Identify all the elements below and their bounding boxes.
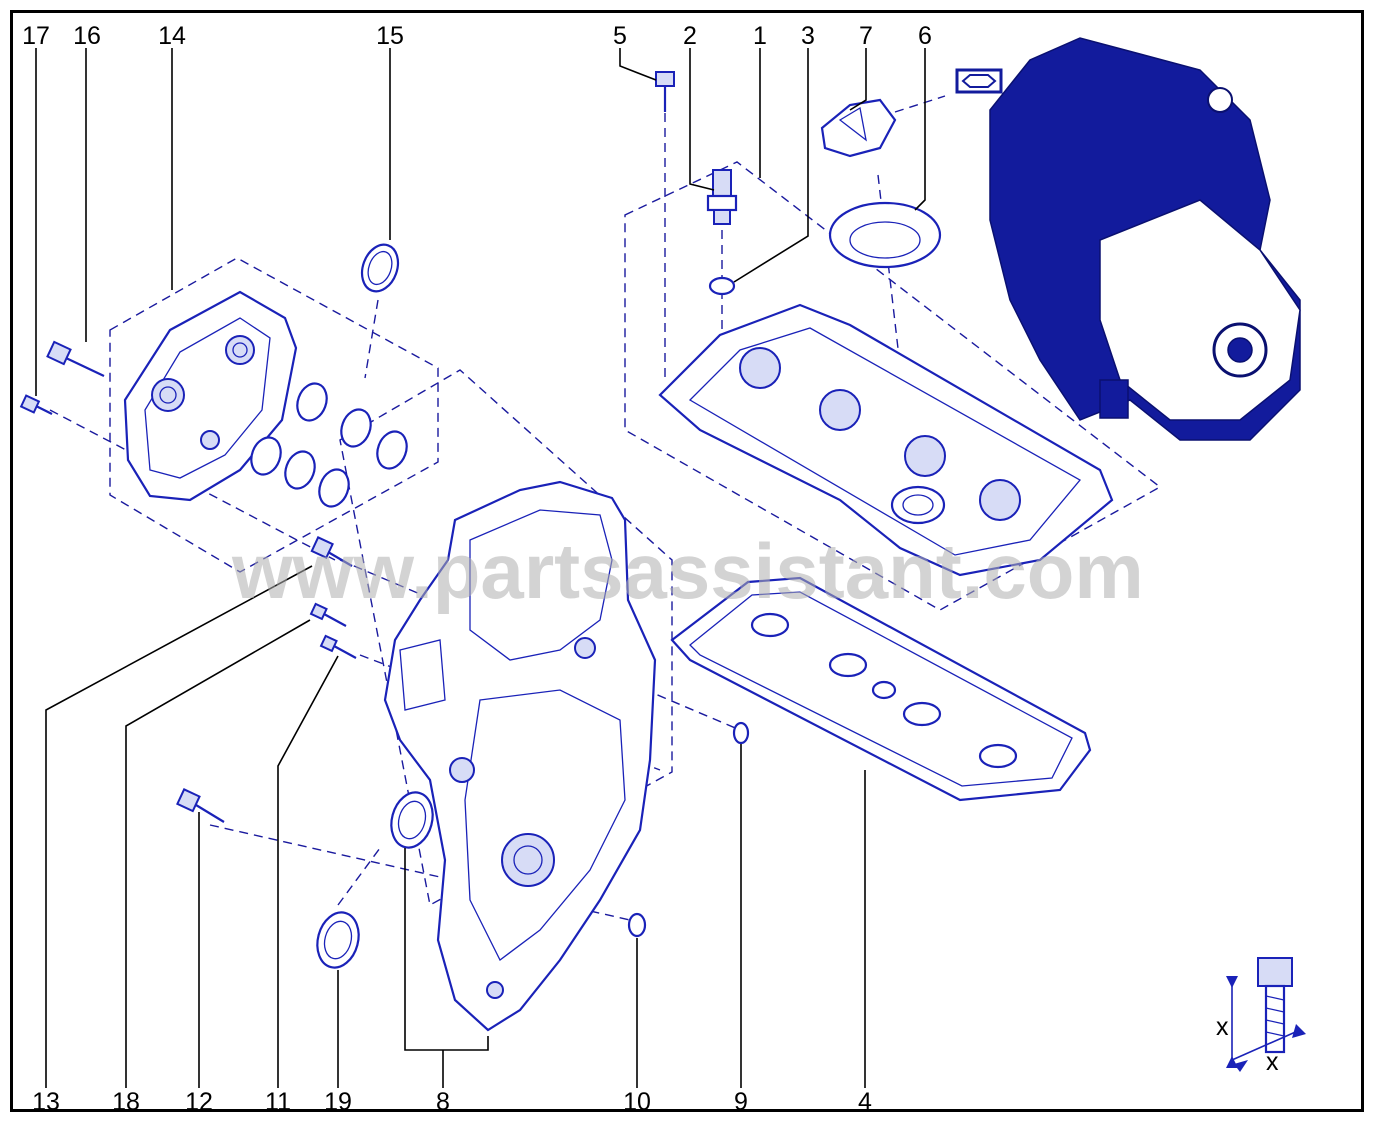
valve-cover (658, 303, 1114, 577)
callout-11: 11 (265, 1088, 291, 1116)
callout-numbers: 17 16 14 15 5 2 1 3 7 6 13 18 12 11 19 8… (22, 22, 932, 1116)
timing-chain-cover (383, 480, 657, 1032)
locator-marker (955, 68, 1003, 94)
callout-16: 16 (73, 22, 101, 50)
dimension-label-x-horizontal: x (1266, 1048, 1279, 1076)
bolts (19, 71, 675, 823)
bolt-5 (655, 71, 675, 112)
bolt-11 (319, 634, 357, 659)
callout-19: 19 (324, 1088, 352, 1116)
callout-14: 14 (158, 22, 186, 50)
bolt-17 (19, 394, 53, 415)
callout-4: 4 (858, 1088, 872, 1116)
callout-17: 17 (22, 22, 50, 50)
dimension-label-x-vertical: x (1216, 1013, 1229, 1041)
sensor-2 (706, 169, 738, 225)
small-o-rings (627, 276, 750, 938)
vvt-o-rings (250, 243, 408, 508)
watermark-text: www.partsassistant.com (231, 527, 1144, 615)
callout-leaders (35, 48, 926, 1088)
bolt-18 (309, 602, 347, 627)
oil-filler-cap (820, 98, 897, 158)
bolt-16 (46, 340, 105, 377)
callout-8: 8 (436, 1088, 450, 1116)
engine-locator-thumbnail (955, 37, 1301, 441)
bolt-12 (176, 788, 225, 823)
valve-cover-gasket (670, 576, 1092, 802)
callout-2: 2 (683, 22, 697, 50)
callout-9: 9 (734, 1088, 748, 1116)
callout-10: 10 (623, 1088, 651, 1116)
callout-13: 13 (32, 1088, 60, 1116)
callout-6: 6 (918, 22, 932, 50)
bolt-13 (310, 536, 353, 567)
callout-5: 5 (613, 22, 627, 50)
diagram-frame (10, 10, 1364, 1112)
callout-7: 7 (859, 22, 873, 50)
filler-cap-seal (828, 201, 942, 269)
callout-1: 1 (753, 22, 767, 50)
bolt-dimension-symbol: x x (1216, 957, 1306, 1076)
callout-15: 15 (376, 22, 404, 50)
callout-18: 18 (112, 1088, 140, 1116)
crankshaft-seals (316, 791, 434, 969)
callout-3: 3 (801, 22, 815, 50)
callout-12: 12 (185, 1088, 213, 1116)
